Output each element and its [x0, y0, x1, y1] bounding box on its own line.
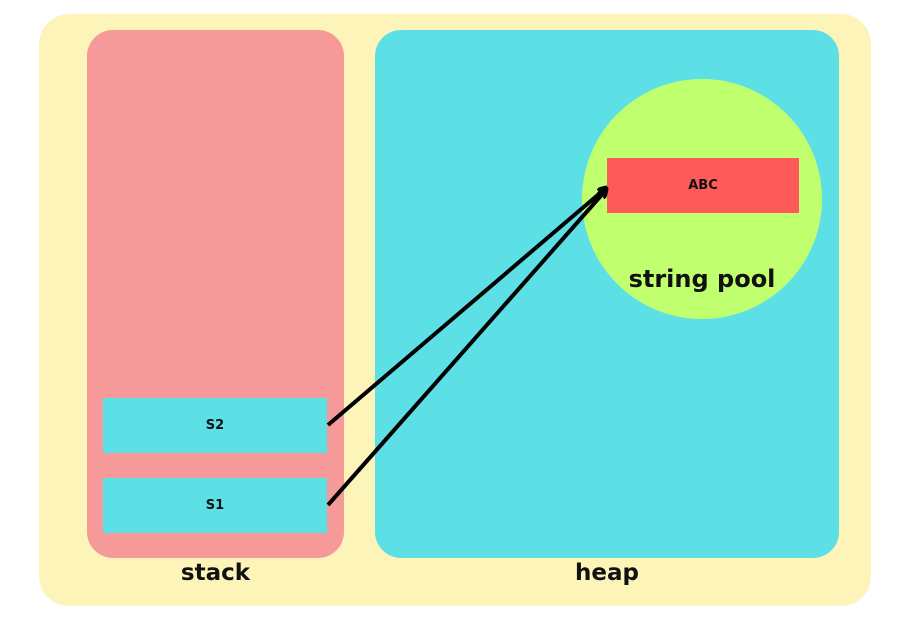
- stack-var-s2: S2: [103, 398, 327, 453]
- stack-label: stack: [180, 560, 251, 586]
- stack-region: [87, 30, 344, 558]
- heap-label: heap: [575, 560, 639, 586]
- stack-var-s1: S1: [103, 478, 327, 533]
- string-pool-label: string pool: [628, 265, 776, 293]
- pool-value-abc: ABC: [607, 158, 799, 213]
